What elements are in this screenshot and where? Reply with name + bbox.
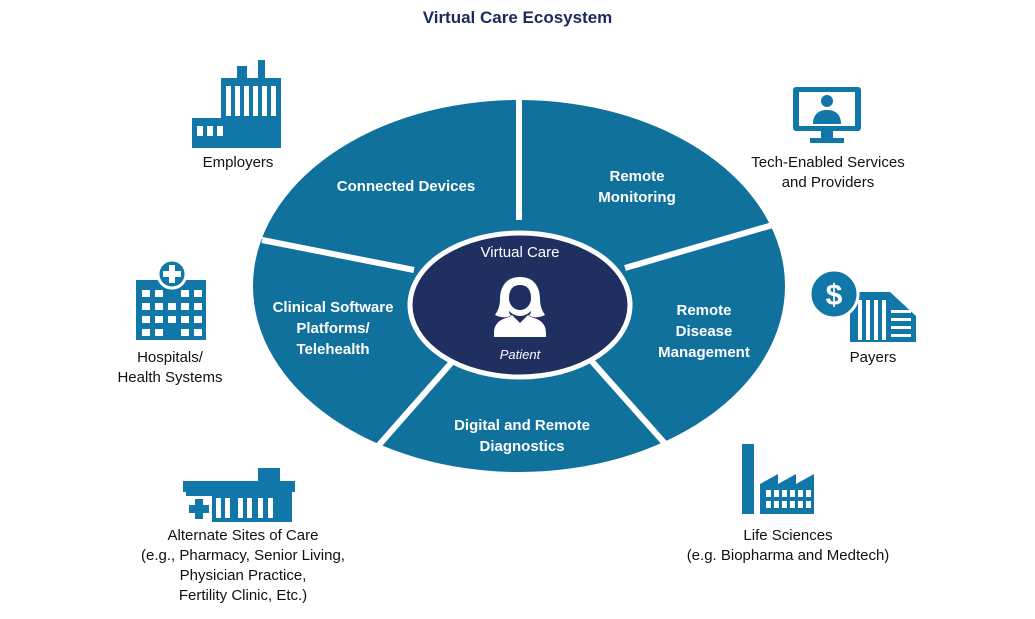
segment-line: Clinical Software <box>272 299 394 316</box>
segment-line: Remote <box>609 168 665 185</box>
core-title: Virtual Care <box>480 244 560 261</box>
stakeholder-line: Physician Practice, <box>179 567 307 584</box>
stakeholder-life-sciences: Life Sciences (e.g. Biopharma and Medtec… <box>663 526 913 566</box>
office-buildings-icon <box>192 60 281 148</box>
segment-line: Remote <box>676 302 732 319</box>
dollar-building-icon: $ <box>808 268 916 342</box>
segment-remote-monitoring: Remote Monitoring <box>537 166 737 208</box>
segment-line: Platforms/ <box>296 320 370 337</box>
segment-line: Telehealth <box>296 341 370 358</box>
stakeholder-line: Life Sciences <box>743 527 833 544</box>
monitor-doctor-icon <box>793 87 861 143</box>
divider-lower-right <box>585 355 679 458</box>
stakeholder-line: Payers <box>849 349 897 366</box>
core-subtitle: Patient <box>499 347 541 362</box>
segment-line: Disease <box>675 323 733 340</box>
segment-remote-disease-management: Remote Disease Management <box>604 300 804 363</box>
segment-line: Digital and Remote <box>454 417 590 434</box>
factory-icon <box>742 444 814 514</box>
diagram-title: Virtual Care Ecosystem <box>422 8 613 27</box>
stakeholder-line: Tech-Enabled Services <box>751 154 905 171</box>
stakeholder-line: (e.g., Pharmacy, Senior Living, <box>141 547 345 564</box>
stakeholder-line: and Providers <box>781 174 875 191</box>
divider-right <box>624 221 777 271</box>
stakeholder-employers: Employers <box>138 153 338 173</box>
hospital-icon <box>136 258 206 340</box>
segment-line: Connected Devices <box>336 178 476 195</box>
segment-dividers <box>261 92 777 464</box>
clinic-storefront-icon <box>183 468 295 522</box>
stakeholder-line: Fertility Clinic, Etc.) <box>178 587 308 604</box>
stakeholder-tech-enabled: Tech-Enabled Services and Providers <box>713 153 943 193</box>
segment-digital-remote-diagnostics: Digital and Remote Diagnostics <box>422 415 622 457</box>
stakeholder-payers: Payers <box>823 348 923 368</box>
stakeholder-alternate-sites: Alternate Sites of Care (e.g., Pharmacy,… <box>118 526 368 606</box>
stakeholder-line: Health Systems <box>117 369 223 386</box>
person-icon <box>494 277 546 337</box>
divider-lower-left <box>361 360 455 464</box>
stakeholder-line: Employers <box>202 154 274 171</box>
stakeholder-hospitals: Hospitals/ Health Systems <box>95 348 245 388</box>
segment-clinical-software: Clinical Software Platforms/ Telehealth <box>233 297 433 360</box>
stakeholder-line: Alternate Sites of Care <box>167 527 319 544</box>
segment-connected-devices: Connected Devices <box>306 176 506 197</box>
segment-line: Management <box>658 344 750 361</box>
segment-line: Diagnostics <box>479 438 565 455</box>
stakeholder-line: (e.g. Biopharma and Medtech) <box>686 547 890 564</box>
divider-left <box>261 237 415 273</box>
segment-line: Monitoring <box>598 189 676 206</box>
stakeholder-line: Hospitals/ <box>137 349 203 366</box>
svg-text:$: $ <box>826 279 843 312</box>
